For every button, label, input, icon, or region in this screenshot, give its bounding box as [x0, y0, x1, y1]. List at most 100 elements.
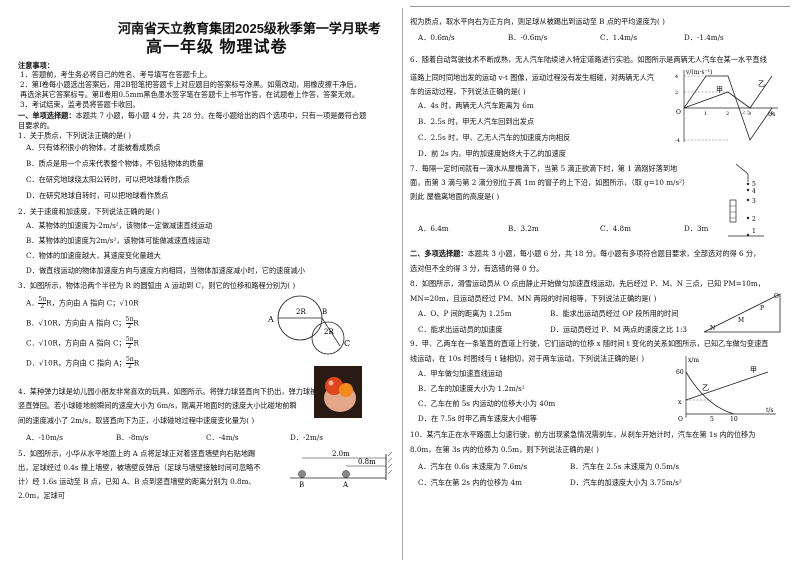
section2-desc: 本题共 3 小题，每小题 6 分，共 18 分。每小题有多项符合题目要求，全部选…: [467, 249, 761, 258]
q3-option-a-label: A．: [26, 298, 39, 308]
q8-slope-figure: O P M N: [703, 293, 781, 333]
q2-stem: 2．关于速度和加速度，下列说法正确的是( ): [18, 207, 160, 216]
q5-line: 出，足球经过 0.4s 撞上墙壁，被墙壁反弹后（足球与墙壁接触时间可忽略不: [18, 463, 261, 472]
section2-desc2: 选对但不全的得 3 分，有选错的得 0 分。: [410, 264, 544, 273]
y-axis-label: v/(m·s⁻¹): [685, 69, 712, 76]
wall-hatch: [387, 469, 393, 475]
point-b-label: B: [322, 308, 327, 316]
q4-option-c: C．-4m/s: [206, 433, 239, 442]
q7-line: 7．每隔一定时间就有一滴水从屋檐滴下，当第 5 滴正欲滴下时，第 1 滴刚好落到…: [410, 164, 678, 173]
q7-option-d: D．3m: [684, 224, 709, 233]
drop: [746, 182, 750, 186]
note-item: 1．答题前，考生务必将自己的姓名、考号填写在答题卡上。: [20, 70, 212, 79]
q5-continued: 视为质点，取水平向右为正方向，则足球从被踢出到运动至 B 点的平均速度为( ): [410, 17, 665, 26]
column-divider: [402, 8, 403, 560]
q1-option-d: D．在研究地球自转时，可以把地球看作质点: [26, 191, 169, 200]
numerator: 5π: [38, 296, 47, 304]
q3-option-d-end: R: [133, 358, 140, 368]
origin-label: O: [676, 109, 681, 116]
drop: [746, 188, 750, 192]
section1-desc: 本题共 7 小题，每小题 4 分，共 28 分。在每小题给出的四个选项中，只有一…: [75, 111, 367, 120]
q4-line: 间的速度减小了 2m/s，取竖直向下为正，小球碰地过程中速度变化量为( ): [18, 416, 255, 425]
drop: [746, 233, 750, 237]
x-axis-label: t/s: [766, 407, 774, 414]
wall-hatch: [387, 463, 393, 469]
q4-option-a: A．-10m/s: [26, 433, 63, 442]
q9-option-c: C．乙车在前 5s 内运动的位移大小为 40m: [418, 399, 556, 408]
drop: [746, 198, 750, 202]
q3-option-a-text: R，方向由 A 指向 C；: [46, 298, 120, 308]
q3-stem: 3．如图所示，物体沿两个半径为 R 的圆弧由 A 运动到 C，则它的位移和路程分…: [18, 281, 296, 290]
slope-triangle: [703, 293, 781, 333]
q2-option-d: D．做直线运动的物体加速度方向与速度方向相同，当物体加速度减小时，它的速度减小: [26, 266, 305, 275]
q6-option-a: A．4s 时，两辆无人汽车距离为 6m: [418, 101, 534, 110]
drop-number-4: 4: [752, 188, 756, 195]
series-yi-curve: [685, 371, 735, 415]
q10-option-a: A．汽车在 0.6s 末速度为 7.6m/s: [418, 462, 528, 471]
q5-option-d: D．-1.4m/s: [684, 33, 724, 42]
point-p-label: P: [760, 305, 764, 312]
top-rule: [410, 6, 790, 7]
notes-label: 注意事项：: [18, 61, 54, 70]
radius-label: 2R: [296, 308, 306, 316]
q1-option-a: A．只有体积很小的物体，才能被看成质点: [26, 143, 161, 152]
point-a-label: A: [342, 481, 349, 489]
denominator: 2: [127, 343, 132, 350]
sqrt-ten: √10: [38, 338, 53, 348]
y-axis-label: x/m: [688, 357, 699, 364]
y-tick-label: 2: [675, 90, 678, 96]
drop-number-2: 2: [752, 216, 756, 223]
q8-line: 8．如图所示，滑雪运动员从 O 点由静止开始做匀加速直线运动，先后经过 P、M、…: [410, 279, 765, 288]
distance-label-08m: 0.8m: [358, 458, 376, 466]
series-jia-label: 甲: [716, 86, 723, 94]
numerator: 5π: [125, 336, 134, 344]
drop: [746, 216, 750, 220]
point-b-label: B: [299, 481, 304, 489]
point-c-label: C: [344, 339, 350, 348]
annotation-label: 2.5: [742, 110, 750, 116]
section2-header: 二、多项选择题：本题共 3 小题，每小题 6 分，共 18 分。每小题有多项符合…: [410, 249, 760, 259]
q7-line: 面，而第 3 滴与第 2 滴分别位于高 1m 的窗子的上下沿，如图所示，（取 g…: [410, 178, 690, 187]
series-line-0: [683, 75, 773, 141]
sqrt-ten: √10: [38, 358, 53, 368]
q3-option-b-label: B．: [26, 318, 39, 328]
x-tick-5: 5: [710, 416, 714, 423]
section1-header: 一、单项选择题：本题共 7 小题，每小题 4 分，共 28 分。在每小题给出的四…: [18, 111, 366, 121]
q5-wall-figure: 2.0m 0.8m B A: [290, 450, 393, 489]
series-group: [683, 75, 773, 141]
q6-option-c: C．2.5s 时，甲、乙无人汽车的加速度方向相反: [418, 133, 571, 142]
q3-option-b-text: R，方向由 A 指向 C；: [52, 318, 126, 328]
sqrt-ten: √10: [119, 298, 134, 308]
q9-option-d: D．在 7.5s 时甲乙两车速度大小相等: [418, 414, 537, 423]
arc-circle-2: [311, 321, 345, 355]
q6-option-d: D．前 2s 内，甲的加速度始终大于乙的加速度: [418, 149, 566, 158]
point-n-label: N: [710, 325, 715, 332]
y-tick-label: 4: [675, 74, 678, 80]
x0-label: x: [678, 399, 682, 406]
y-tick-label: -4: [675, 138, 680, 144]
q7-drip-figure: 5 4 3 2 1: [728, 163, 764, 237]
wall-hatch: [387, 451, 393, 457]
note-item: 2．第Ⅰ卷每小题选出答案后，用2B铅笔把答题卡上对应题目的答案标号涂黑。如需改动…: [20, 80, 361, 89]
note-item: 再选涂其它答案标号。第Ⅱ卷用0.5mm黑色墨水签字笔在答题卡上书写作答，在试题卷…: [20, 90, 360, 99]
x-tick-label: 1: [704, 111, 707, 117]
q3-option-c-end: R: [133, 338, 139, 348]
wall-hatch: [387, 457, 393, 463]
x-tick-label: 2: [726, 111, 729, 117]
q5-option-b: B．-0.6m/s: [508, 33, 548, 42]
window-frame: [729, 199, 737, 223]
point-a-label: A: [267, 315, 274, 324]
radius-label: 2R: [324, 328, 334, 336]
q6-option-b: B．2.5s 时，甲无人汽车回到出发点: [418, 117, 535, 126]
section1-desc2: 目要求的。: [18, 121, 54, 130]
q5-line: 2.0m，足球可: [18, 491, 65, 500]
q1-stem: 1．关于质点，下列说法正确的是( ): [18, 131, 132, 140]
q1-option-b: B．质点是用一个点来代表整个物体，不包括物体的质量: [26, 159, 204, 168]
